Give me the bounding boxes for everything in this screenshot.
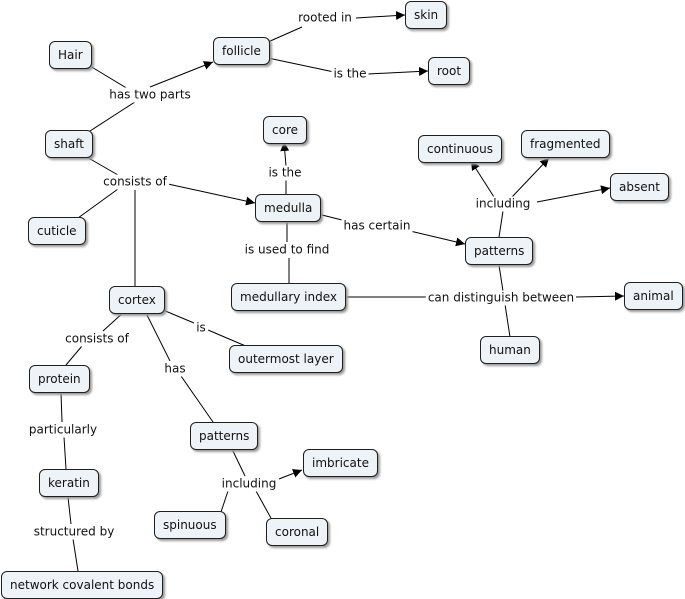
link-particularly: particularly: [26, 422, 100, 438]
concept-spinuous[interactable]: spinuous: [154, 511, 226, 539]
concept-skin[interactable]: skin: [405, 1, 448, 29]
link-has-certain: has certain: [341, 218, 413, 234]
concept-human[interactable]: human: [480, 336, 540, 364]
line-rooted-in-to-skin: [355, 11, 406, 21]
line-keratin-to-structured-by: [67, 496, 72, 525]
concept-absent[interactable]: absent: [610, 173, 669, 201]
line-consists-of-to-medulla: [167, 183, 256, 206]
concept-protein[interactable]: protein: [29, 365, 90, 393]
line-is-the-to-core: [280, 141, 290, 167]
line-follicle-to-is-the: [267, 57, 335, 73]
concept-patterns-top[interactable]: patterns: [465, 237, 534, 265]
concept-root[interactable]: root: [428, 57, 471, 85]
line-patterns-to-including: [498, 210, 504, 238]
concept-coronal[interactable]: coronal: [266, 518, 329, 546]
line-consists-of-to-cuticle: [77, 188, 119, 219]
line-has-certain-to-patterns: [409, 230, 466, 247]
concept-cortex[interactable]: cortex: [109, 286, 165, 314]
line-patterns-bottom-to-including: [231, 448, 246, 477]
link-has-two-parts: has two parts: [107, 87, 193, 103]
line-has-two-parts-to-follicle: [149, 61, 214, 88]
link-is-used-to-find: is used to find: [242, 242, 332, 258]
concept-medullary-index[interactable]: medullary index: [231, 283, 346, 311]
concept-continuous[interactable]: continuous: [418, 135, 502, 163]
line-including-to-coronal: [255, 490, 273, 521]
concept-medulla[interactable]: medulla: [255, 194, 322, 222]
link-including-top: including: [473, 196, 533, 212]
link-is-the-core: is the: [266, 165, 304, 181]
line-can-distinguish-to-animal: [575, 291, 625, 301]
line-shaft-to-consists-of: [84, 155, 119, 176]
line-cortex-to-consists-of: [102, 310, 126, 332]
line-including-to-absent: [536, 185, 611, 203]
line-is-the-to-root: [367, 66, 429, 76]
line-consists-of-to-protein: [65, 345, 83, 366]
link-is-outermost: is: [194, 320, 208, 336]
line-particularly-to-keratin: [63, 436, 67, 470]
concept-network-covalent-bonds[interactable]: network covalent bonds: [1, 571, 164, 599]
link-can-distinguish-between: can distinguish between: [425, 290, 577, 306]
link-structured-by: structured by: [31, 524, 117, 540]
concept-imbricate[interactable]: imbricate: [303, 449, 378, 477]
concept-follicle[interactable]: follicle: [213, 37, 270, 65]
concept-animal[interactable]: animal: [624, 282, 683, 310]
concept-fragmented[interactable]: fragmented: [521, 130, 610, 158]
line-medulla-to-has-certain: [317, 213, 347, 222]
concept-shaft[interactable]: shaft: [45, 130, 93, 158]
link-including-bottom: including: [219, 476, 279, 492]
link-is-the-root: is the: [331, 66, 369, 82]
line-including-to-spinuous: [220, 490, 229, 513]
concept-cuticle[interactable]: cuticle: [28, 217, 86, 245]
line-has-two-parts-to-shaft: [89, 99, 139, 132]
line-protein-to-particularly: [60, 392, 63, 423]
link-has-cortex: has: [162, 361, 188, 377]
concept-core[interactable]: core: [263, 116, 307, 144]
line-structured-by-to-network-bonds: [72, 538, 79, 572]
concept-hair[interactable]: Hair: [49, 41, 92, 69]
line-cortex-to-has: [144, 310, 171, 362]
line-including-to-imbricate: [278, 469, 303, 480]
line-including-to-fragmented: [511, 157, 550, 198]
link-rooted-in: rooted in: [296, 10, 354, 26]
line-has-to-patterns: [180, 375, 214, 423]
line-cortex-to-is: [162, 309, 195, 324]
concept-keratin[interactable]: keratin: [39, 469, 99, 497]
line-including-to-continuous: [470, 160, 495, 198]
line-follicle-to-rooted-in: [267, 26, 303, 43]
line-is-to-outermost-layer: [207, 329, 249, 348]
concept-patterns-bottom[interactable]: patterns: [190, 422, 259, 450]
link-consists-of-shaft: consists of: [101, 174, 169, 190]
concept-outermost-layer[interactable]: outermost layer: [229, 345, 343, 373]
link-consists-of-cortex: consists of: [63, 331, 131, 347]
